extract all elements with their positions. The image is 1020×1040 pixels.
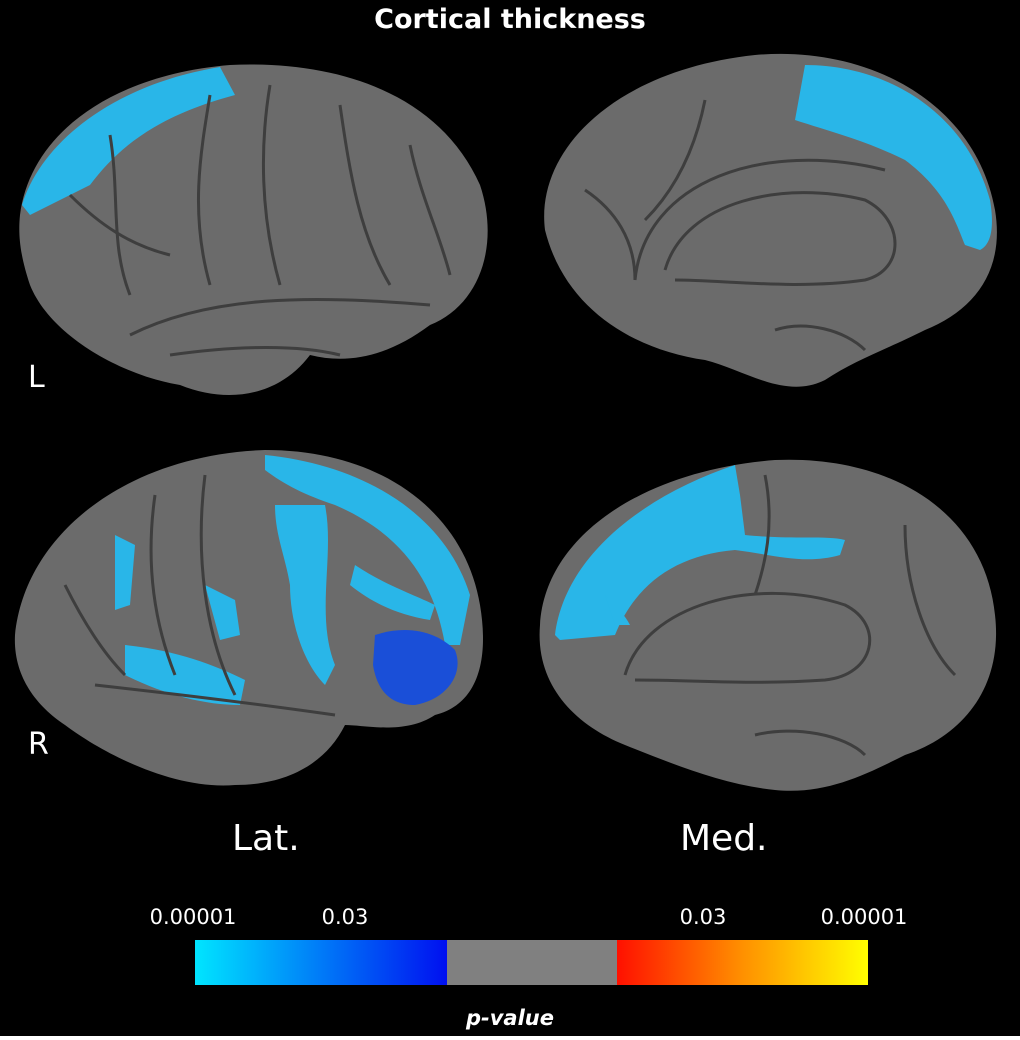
right-hemisphere-label: R — [28, 727, 49, 762]
left-medial-brain — [544, 53, 997, 387]
colorbar-tick: 0.00001 — [149, 905, 237, 929]
colorbar-neutral — [447, 940, 617, 985]
effect-region — [795, 65, 992, 250]
figure-title: Cortical thickness — [374, 4, 646, 35]
effect-region — [22, 67, 235, 215]
colorbar-positive — [617, 940, 868, 985]
right-medial-brain — [539, 459, 997, 791]
lateral-view-label: Lat. — [232, 818, 300, 859]
effect-region — [605, 595, 630, 625]
colorbar-tick: 0.00001 — [820, 905, 908, 929]
left-hemisphere-label: L — [28, 360, 45, 395]
medial-view-label: Med. — [680, 818, 768, 859]
colorbar-tick: 0.03 — [679, 905, 727, 929]
cortex-surface — [19, 64, 488, 395]
bottom-border — [0, 1036, 1020, 1040]
effect-region-strong — [373, 630, 458, 705]
colorbar-label: p-value — [466, 1006, 554, 1030]
right-lateral-brain — [14, 450, 484, 786]
cortex-surface — [544, 53, 997, 387]
effect-region — [115, 455, 470, 705]
left-lateral-brain — [19, 64, 488, 395]
colorbar-tick: 0.03 — [321, 905, 369, 929]
colorbar-negative — [195, 940, 447, 985]
effect-region — [555, 465, 845, 640]
cortex-surface — [14, 450, 484, 786]
